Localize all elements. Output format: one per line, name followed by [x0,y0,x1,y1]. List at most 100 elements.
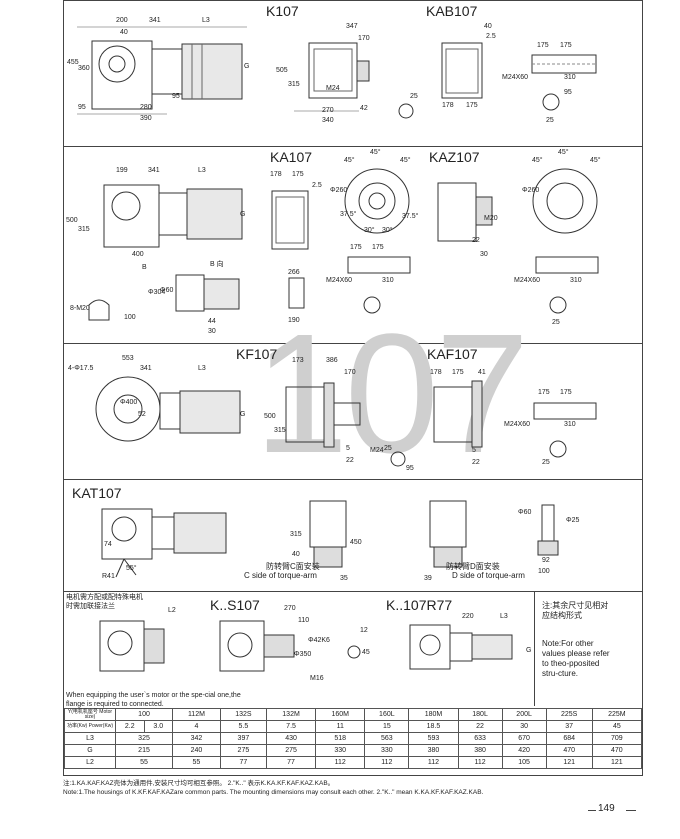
kaz107-flange-drawing [532,168,598,234]
kaz107-bore-drawing [549,296,567,314]
table-cell: 325 [114,732,174,745]
spec-table: Y(电机机座号 Motor size) 100 112M 132S 132M 1… [64,708,643,769]
dim: Φ25 [566,517,580,524]
table-cell: 330 [315,744,366,757]
ks107-key-drawing [347,645,361,659]
dim: 22 [472,459,480,466]
table-cell: 55 [114,756,174,769]
table-cell: 518 [315,732,366,745]
table-cell: 112 [364,756,410,769]
table-cell: 160L [364,708,410,721]
table-cell: 330 [364,744,410,757]
table-cell: 200L [501,708,547,721]
ks107-drawing [219,620,295,672]
dim: 199 [116,167,128,174]
table-cell: 397 [219,732,267,745]
table-cell: 470 [591,744,643,757]
kat107-c-drawing [309,500,347,568]
k107-side-drawing [77,26,247,115]
table-cell: 215 [114,744,174,757]
dim: 5 [346,445,350,452]
table-row-label: G [64,744,116,757]
table-cell: 121 [545,756,593,769]
torque-d-en: D side of torque-arm [452,571,525,580]
dim: 450 [350,539,362,546]
table-cell: 380 [457,744,503,757]
table-cell: 132M [265,708,317,721]
kf107-side-drawing [95,376,241,442]
title-ka107: KA107 [270,149,313,165]
table-cell: 22 [457,720,503,733]
section-divider [64,343,642,344]
dim: G [240,211,246,218]
table-cell: 4 [172,720,221,733]
table-cell: 684 [545,732,593,745]
dim: 178 [270,171,282,178]
torque-d-cn: 防转臂D面安装 [446,562,500,571]
dim: 25 [542,459,550,466]
footnotes: 注:1.KA.KAF.KAZ壳体为通用件,安装尺寸均可相互参照。 2."K.."… [63,779,663,797]
note-divider [534,591,535,706]
dim: 22 [346,457,354,464]
kat107-d-drawing [429,500,467,568]
dim: 37.5° [340,211,357,218]
dim: 44 [208,318,216,325]
dim: 45° [590,157,601,164]
kab107-shaft-drawing [531,54,597,74]
table-cell: 275 [219,744,267,757]
dim: 95 [406,465,414,472]
dim: 310 [570,277,582,284]
page-number: 149 [598,803,615,814]
footnote-cn: 注:1.KA.KAF.KAZ壳体为通用件,安装尺寸均可相互参照。 2."K.."… [63,780,335,787]
dim: 390 [140,115,152,122]
dim: 45° [532,157,543,164]
title-kab107: KAB107 [426,3,478,19]
dim: Φ60 [518,509,532,516]
dim: 500 [66,217,78,224]
motor-note-cn: 电机需方配或配特殊电机时需加联接法兰 [66,594,143,610]
dim: Φ260 [330,187,348,194]
table-header: 功率(Kw) Power(Kw) [64,720,116,733]
kaf107-shaft-drawing [533,402,597,420]
table-cell: 30 [501,720,547,733]
section-divider [64,479,642,480]
dim: 100 [124,314,136,321]
dim: 110 [298,617,310,624]
table-cell: 160M [315,708,366,721]
dim: 41 [478,369,486,376]
dim: 30 [480,251,488,258]
dim: 22 [472,237,480,244]
table-cell: 15 [364,720,410,733]
motor-flange-drawing [99,620,165,672]
dim: 39 [424,575,432,582]
table-row: L2 55 55 77 77 112 112 112 112 105 121 1… [64,756,643,769]
dim: Φ304 [148,289,166,296]
dim: 45° [400,157,411,164]
dim: 2.5 [312,182,322,189]
table-cell: 633 [457,732,503,745]
dim: L3 [198,365,206,372]
table-cell: 45 [591,720,643,733]
table-cell: 593 [408,732,459,745]
section-divider [64,591,642,592]
table-row-label: L2 [64,756,116,769]
dim: 178 [442,102,454,109]
table-cell: 105 [501,756,547,769]
ka107-arm-drawing [88,299,110,321]
dim: 175 [350,244,362,251]
dim: 25 [410,93,418,100]
table-cell: 670 [501,732,547,745]
dim: M24X60 [514,277,541,284]
dim: L3 [198,167,206,174]
dim: 341 [140,365,152,372]
kf107-key-drawing [390,451,406,467]
dim: 175 [538,389,550,396]
dim: 37.5° [402,213,419,220]
table-cell: 563 [364,732,410,745]
table-cell: 225M [591,708,643,721]
dim: 12 [360,627,368,634]
dim: 74 [104,541,112,548]
dim: 553 [122,355,134,362]
table-cell: 430 [265,732,317,745]
table-cell: 275 [265,744,317,757]
